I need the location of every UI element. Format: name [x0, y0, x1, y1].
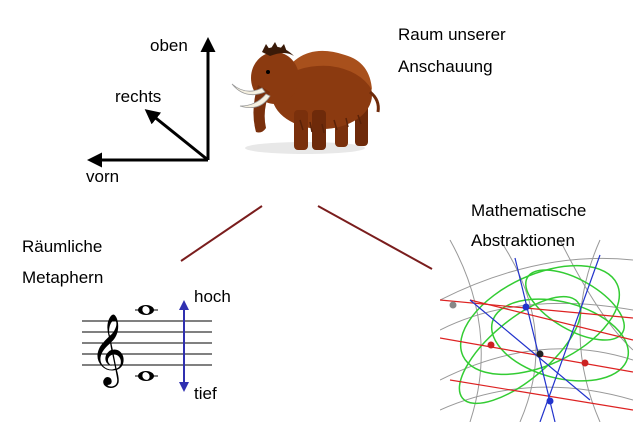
pitch-low-label: tief: [194, 384, 217, 403]
pitch-high-label: hoch: [194, 287, 231, 306]
space-title-line1: Raum unserer: [398, 25, 506, 44]
metaphor-title-line2: Metaphern: [22, 268, 104, 287]
axis-up-label: oben: [150, 36, 188, 55]
axis-right-label: rechts: [115, 87, 162, 106]
math-title-line1: Mathematische: [471, 201, 587, 220]
mammoth-icon: [231, 42, 380, 154]
treble-clef-icon: 𝄞: [90, 312, 127, 388]
axis-front-label: vorn: [86, 167, 120, 186]
axes-icon: [87, 37, 216, 168]
math-figure: [440, 239, 633, 422]
connector-right: [317, 205, 433, 270]
connector-left: [180, 205, 263, 262]
metaphor-title-line1: Räumliche: [22, 237, 103, 256]
music-staff: 𝄞: [82, 305, 212, 388]
note-high: [138, 305, 154, 315]
axis-right-arrow: [144, 109, 209, 162]
math-title-line2: Abstraktionen: [471, 231, 575, 250]
space-title-line2: Anschauung: [398, 57, 493, 76]
note-low: [138, 371, 154, 381]
